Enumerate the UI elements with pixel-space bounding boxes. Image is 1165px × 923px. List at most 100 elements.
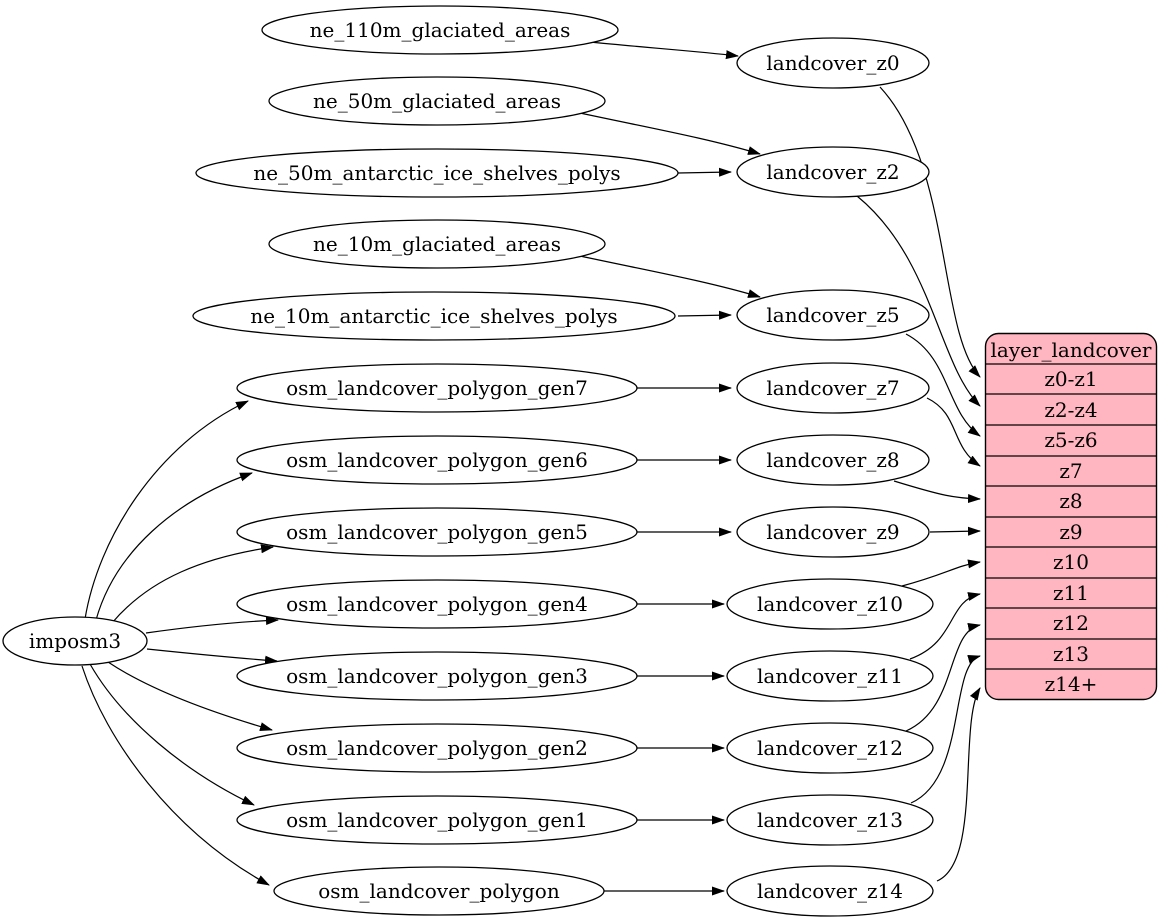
edge-imposm3-gen6 [95, 472, 253, 621]
node-ne-10m-antarctic-ice-shelves-polys: ne_10m_antarctic_ice_shelves_polys [192, 291, 676, 341]
node-label: landcover_z11 [757, 664, 903, 688]
node-ne-50m-glaciated-areas: ne_50m_glaciated_areas [268, 76, 606, 126]
node-label: ne_10m_glaciated_areas [313, 232, 561, 256]
node-label: landcover_z0 [766, 51, 899, 75]
edge-z8-row [893, 480, 981, 504]
edge-z9-row [929, 526, 981, 536]
node-landcover-z13: landcover_z13 [726, 794, 934, 846]
node-osm-landcover-polygon-gen2: osm_landcover_polygon_gen2 [236, 723, 638, 773]
table-row-z8: z8 [1059, 489, 1082, 513]
edges [81, 41, 981, 896]
node-ellipse [736, 37, 930, 89]
node-landcover-z8: landcover_z8 [736, 434, 930, 486]
node-label: landcover_z5 [766, 303, 899, 327]
edge-imposm3-gen7 [84, 400, 249, 620]
edge-imposm3-gen4 [145, 616, 279, 634]
node-ellipse [268, 219, 606, 269]
node-ellipse [192, 291, 676, 341]
node-landcover-z0: landcover_z0 [736, 37, 930, 89]
table-title: layer_landcover [991, 338, 1152, 362]
node-label: osm_landcover_polygon [318, 879, 560, 903]
node-landcover-z7: landcover_z7 [736, 362, 930, 414]
edge-imposm3-gen3 [146, 648, 278, 665]
edge-z0-row [879, 86, 981, 378]
edge-ne110m-z0 [589, 41, 739, 60]
edge-ne50a-z2 [677, 167, 732, 177]
table-row-z9: z9 [1059, 520, 1082, 544]
node-ellipse [268, 76, 606, 126]
node-label: landcover_z7 [766, 376, 899, 400]
table-row-z7: z7 [1059, 459, 1082, 483]
node-label: osm_landcover_polygon_gen6 [286, 448, 588, 472]
node-landcover-z14: landcover_z14 [726, 865, 934, 917]
edge-z13-row [910, 655, 981, 804]
node-landcover-z10: landcover_z10 [726, 578, 934, 630]
node-osm-landcover-polygon: osm_landcover_polygon [273, 866, 605, 916]
node-osm-landcover-polygon-gen7: osm_landcover_polygon_gen7 [236, 363, 638, 413]
node-label: imposm3 [29, 629, 121, 653]
edge-imposm3-gen2 [107, 661, 273, 731]
node-ellipse [736, 289, 930, 341]
edge-z12-row [905, 623, 981, 732]
node-osm-landcover-polygon-gen1: osm_landcover_polygon_gen1 [236, 795, 638, 845]
node-label: landcover_z13 [757, 808, 903, 832]
table-row-z2-z4: z2-z4 [1044, 398, 1097, 422]
edge-ne10g-z5 [579, 255, 761, 298]
table-row-z10: z10 [1053, 550, 1089, 574]
node-osm-landcover-polygon-gen6: osm_landcover_polygon_gen6 [236, 435, 638, 485]
table-row-z12: z12 [1053, 611, 1089, 635]
node-landcover-z5: landcover_z5 [736, 289, 930, 341]
node-ellipse [236, 363, 638, 413]
node-ellipse [726, 794, 934, 846]
node-label: landcover_z10 [757, 592, 903, 616]
node-ne-110m-glaciated-areas: ne_110m_glaciated_areas [261, 5, 619, 55]
node-ellipse [726, 722, 934, 774]
node-ellipse [236, 795, 638, 845]
node-ne-10m-glaciated-areas: ne_10m_glaciated_areas [268, 219, 606, 269]
table-row-z13: z13 [1053, 642, 1089, 666]
node-label: landcover_z8 [766, 448, 899, 472]
node-ellipse [236, 651, 638, 701]
node-label: osm_landcover_polygon_gen5 [286, 520, 588, 544]
node-ellipse [2, 616, 148, 666]
node-label: ne_110m_glaciated_areas [310, 18, 571, 42]
node-ellipse [736, 434, 930, 486]
table-row-z11: z11 [1053, 581, 1089, 605]
node-label: osm_landcover_polygon_gen4 [286, 592, 588, 616]
node-label: osm_landcover_polygon_gen2 [286, 736, 588, 760]
node-ellipse [736, 362, 930, 414]
node-ellipse [726, 650, 934, 702]
node-ellipse [236, 723, 638, 773]
node-label: osm_landcover_polygon_gen7 [286, 376, 588, 400]
edge-z10-row [901, 559, 981, 587]
table-layer-landcover: layer_landcover z0-z1 z2-z4 z5-z6 z7 z8 … [984, 332, 1158, 701]
node-ellipse [236, 507, 638, 557]
node-label: landcover_z9 [766, 520, 899, 544]
edge-ne50g-z2 [579, 112, 761, 155]
edge-imposm3-gen5 [111, 544, 274, 624]
node-landcover-z12: landcover_z12 [726, 722, 934, 774]
node-ellipse [195, 148, 679, 198]
edge-ne10a-z5 [677, 310, 732, 320]
node-ellipse [236, 435, 638, 485]
edge-z7-row [926, 397, 981, 467]
node-landcover-z2: landcover_z2 [736, 146, 930, 198]
node-label: osm_landcover_polygon_gen1 [286, 808, 588, 832]
edge-imposm3-gen1 [89, 663, 255, 806]
node-ellipse [736, 506, 930, 558]
node-osm-landcover-polygon-gen4: osm_landcover_polygon_gen4 [236, 579, 638, 629]
node-osm-landcover-polygon-gen5: osm_landcover_polygon_gen5 [236, 507, 638, 557]
node-ellipse [726, 578, 934, 630]
node-ellipse [726, 865, 934, 917]
node-ellipse [736, 146, 930, 198]
table-row-z0-z1: z0-z1 [1044, 367, 1097, 391]
node-landcover-z11: landcover_z11 [726, 650, 934, 702]
node-osm-landcover-polygon-gen3: osm_landcover_polygon_gen3 [236, 651, 638, 701]
node-ellipse [236, 579, 638, 629]
node-label: landcover_z14 [757, 879, 903, 903]
table-row-z14plus: z14+ [1045, 672, 1098, 696]
node-ellipse [273, 866, 605, 916]
edge-z11-row [909, 592, 981, 660]
